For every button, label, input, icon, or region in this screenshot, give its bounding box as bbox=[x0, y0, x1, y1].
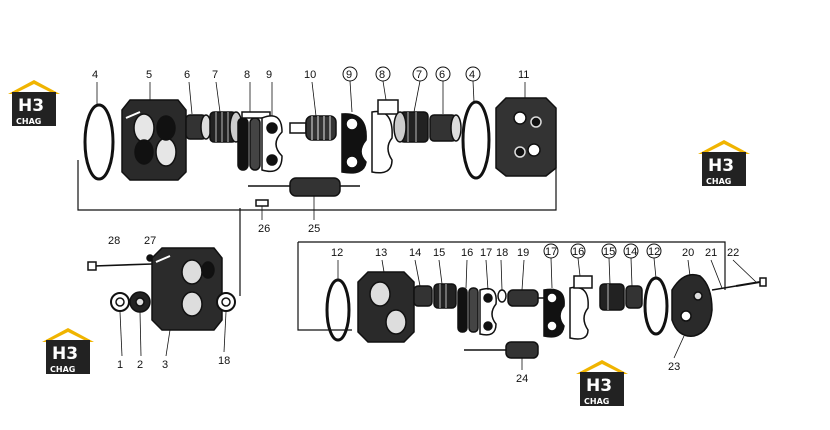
callout-9: 9 bbox=[266, 69, 272, 81]
plate-8-right bbox=[371, 99, 399, 174]
callout-19: 19 bbox=[517, 247, 529, 259]
leader-lines bbox=[96, 80, 757, 370]
callout-15-circled: 15 bbox=[603, 246, 615, 258]
callout-4: 4 bbox=[92, 69, 98, 81]
callout-11: 11 bbox=[518, 69, 529, 81]
bearing-6-right bbox=[429, 114, 462, 142]
callout-9-circled: 9 bbox=[346, 69, 352, 81]
plate-9-left bbox=[261, 115, 283, 173]
watermark-brand-3: CHAG bbox=[50, 365, 75, 374]
cover-11 bbox=[495, 97, 557, 177]
callout-5: 5 bbox=[146, 69, 152, 81]
callout-28: 28 bbox=[108, 235, 120, 247]
watermark-mark-2: H3 bbox=[708, 156, 734, 176]
callout-23: 23 bbox=[668, 361, 680, 373]
callout-21: 21 bbox=[705, 247, 717, 259]
plate-9-right bbox=[341, 113, 367, 174]
shaft-24 bbox=[464, 341, 539, 359]
plate-17-right bbox=[543, 288, 565, 338]
callout-14-circled: 14 bbox=[625, 246, 637, 258]
assembly-outline-lines bbox=[77, 160, 726, 331]
bearing-7-right bbox=[393, 111, 429, 143]
seal-ring-18-hole bbox=[221, 297, 231, 307]
callout-18-upper: 18 bbox=[496, 247, 508, 259]
screw-28 bbox=[87, 261, 153, 271]
watermark-logo-4: H3 CHAG bbox=[576, 360, 628, 406]
lower-left-assembly bbox=[87, 247, 236, 331]
callout-13: 13 bbox=[375, 247, 387, 259]
plate-16-left bbox=[457, 287, 479, 333]
watermark-logo-1: H3 CHAG bbox=[8, 80, 60, 126]
callout-3: 3 bbox=[162, 359, 168, 371]
callout-6: 6 bbox=[184, 69, 190, 81]
callout-16-circled: 16 bbox=[572, 246, 584, 258]
watermark-brand-4: CHAG bbox=[584, 397, 609, 406]
callout-17-circled: 17 bbox=[545, 246, 557, 258]
seal-ring-12-left bbox=[325, 278, 351, 342]
callout-16: 16 bbox=[461, 247, 473, 259]
callout-14: 14 bbox=[409, 247, 421, 259]
callout-22: 22 bbox=[727, 247, 739, 259]
seal-18-right bbox=[497, 289, 507, 303]
callout-20: 20 bbox=[682, 247, 694, 259]
seal-2-hole bbox=[135, 297, 145, 307]
plate-17-left bbox=[479, 287, 497, 336]
callout-8-circled: 8 bbox=[379, 69, 385, 81]
watermark-logo-3: H3 CHAG bbox=[42, 328, 94, 374]
watermark-mark-3: H3 bbox=[52, 344, 78, 364]
washer-1-hole bbox=[115, 297, 125, 307]
seal-ring-4-left bbox=[83, 103, 115, 181]
callout-6-circled: 6 bbox=[439, 69, 445, 81]
callout-2: 2 bbox=[137, 359, 143, 371]
shaft-25 bbox=[248, 177, 360, 197]
seal-21 bbox=[711, 285, 737, 291]
callout-12: 12 bbox=[331, 247, 343, 259]
housing-3 bbox=[151, 247, 223, 331]
callout-24: 24 bbox=[516, 373, 528, 385]
bearing-14-right bbox=[625, 285, 643, 309]
callout-1: 1 bbox=[117, 359, 123, 371]
watermark-mark-1: H3 bbox=[18, 96, 44, 116]
callout-17: 17 bbox=[480, 247, 492, 259]
gear-19 bbox=[507, 289, 546, 307]
callout-10: 10 bbox=[304, 69, 316, 81]
watermark-logo-2: H3 CHAG bbox=[698, 140, 750, 186]
upper-assembly bbox=[83, 97, 557, 207]
key-26 bbox=[255, 199, 269, 207]
callout-7-circled: 7 bbox=[416, 69, 422, 81]
watermark-brand-2: CHAG bbox=[706, 177, 731, 186]
callout-18: 18 bbox=[218, 355, 230, 367]
seal-ring-4-right bbox=[461, 100, 491, 180]
screw-22 bbox=[735, 277, 767, 287]
callout-12-circled: 12 bbox=[648, 246, 660, 258]
callout-labels: 4 5 6 7 8 9 10 9 8 7 6 4 11 26 25 28 27 … bbox=[92, 66, 739, 385]
watermark-brand-1: CHAG bbox=[16, 117, 41, 126]
callout-8: 8 bbox=[244, 69, 250, 81]
bearing-14-left bbox=[413, 285, 433, 307]
callout-26: 26 bbox=[258, 223, 270, 235]
callout-27: 27 bbox=[144, 235, 156, 247]
plate-8-left bbox=[237, 111, 271, 171]
housing-5 bbox=[121, 99, 187, 181]
watermark-mark-4: H3 bbox=[586, 376, 612, 396]
bearing-6-left bbox=[185, 114, 212, 140]
callout-25: 25 bbox=[308, 223, 320, 235]
plate-16-right bbox=[569, 275, 593, 340]
housing-13 bbox=[357, 271, 415, 343]
lower-right-assembly bbox=[325, 271, 767, 359]
bearing-15-left bbox=[433, 283, 457, 309]
callout-15: 15 bbox=[433, 247, 445, 259]
seal-ring-12-right bbox=[643, 276, 669, 336]
bearing-7-left bbox=[209, 111, 243, 143]
bearing-15-right bbox=[599, 283, 625, 311]
callout-7: 7 bbox=[212, 69, 218, 81]
cover-20 bbox=[671, 273, 713, 337]
callout-4-circled: 4 bbox=[469, 69, 475, 81]
drive-gear-10 bbox=[289, 115, 337, 141]
